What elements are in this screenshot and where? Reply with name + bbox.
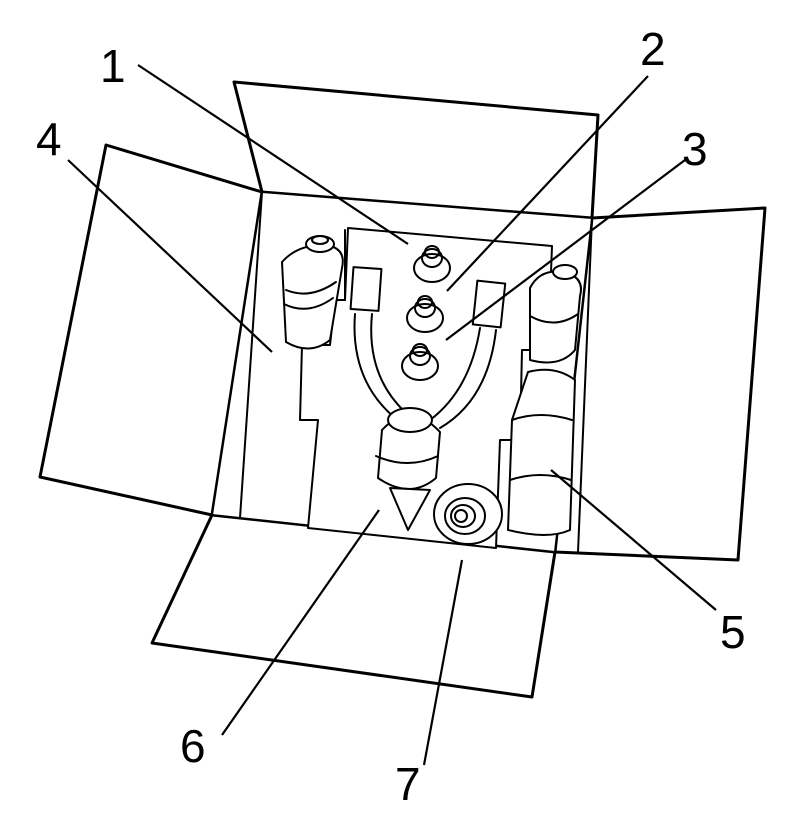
stopper-middle	[406, 295, 444, 333]
leader-6	[221, 509, 380, 736]
left-bottle-body	[281, 244, 344, 350]
left-tube-inner	[370, 313, 406, 413]
box-flaps	[38, 80, 767, 699]
left-bottle-cap-top	[311, 235, 329, 245]
stoppers	[401, 245, 451, 381]
right-tube-inner	[429, 327, 481, 421]
right-bottle-line	[511, 414, 573, 421]
leader-3	[445, 159, 686, 341]
leader-1	[137, 64, 409, 245]
left-bottle-ring-2	[283, 297, 334, 310]
y-connector-top	[387, 407, 433, 433]
right-bottle-line-2	[509, 474, 572, 481]
leader-5	[550, 469, 717, 611]
y-connector-tip	[389, 487, 431, 531]
label-6: 6	[180, 720, 206, 772]
right-tube-end	[471, 279, 507, 329]
right-tube-outer	[439, 329, 497, 429]
y-tube	[349, 266, 507, 531]
leader-lines	[67, 64, 717, 766]
callout-labels: 1 2 3 4 5 6 7	[36, 23, 746, 810]
leader-7	[422, 559, 464, 766]
container-ring	[444, 497, 486, 535]
label-1: 1	[100, 40, 126, 92]
container-ring-2	[450, 504, 476, 528]
leader-2	[446, 75, 649, 292]
container-ring-3	[454, 509, 468, 523]
stopper-top	[413, 245, 451, 283]
round-container	[433, 483, 503, 545]
label-2: 2	[640, 23, 666, 75]
label-5: 5	[720, 606, 746, 658]
left-bottle	[281, 235, 344, 350]
right-bottle	[507, 264, 582, 536]
label-7: 7	[395, 758, 421, 810]
right-wall-edge	[577, 217, 593, 553]
left-tube-end	[349, 266, 383, 312]
leader-4	[67, 159, 273, 353]
label-4: 4	[36, 113, 62, 165]
right-bottle-ring	[529, 313, 579, 324]
right-bottle-body	[507, 368, 576, 536]
y-connector-band	[375, 455, 439, 464]
right-bottle-cap	[552, 264, 578, 280]
label-3: 3	[682, 123, 708, 175]
left-wall-edge	[239, 191, 263, 519]
right-bottle-top	[529, 270, 582, 364]
stopper-bottom	[401, 343, 439, 381]
left-tube-outer	[353, 313, 396, 419]
left-bottle-ring	[285, 281, 337, 295]
